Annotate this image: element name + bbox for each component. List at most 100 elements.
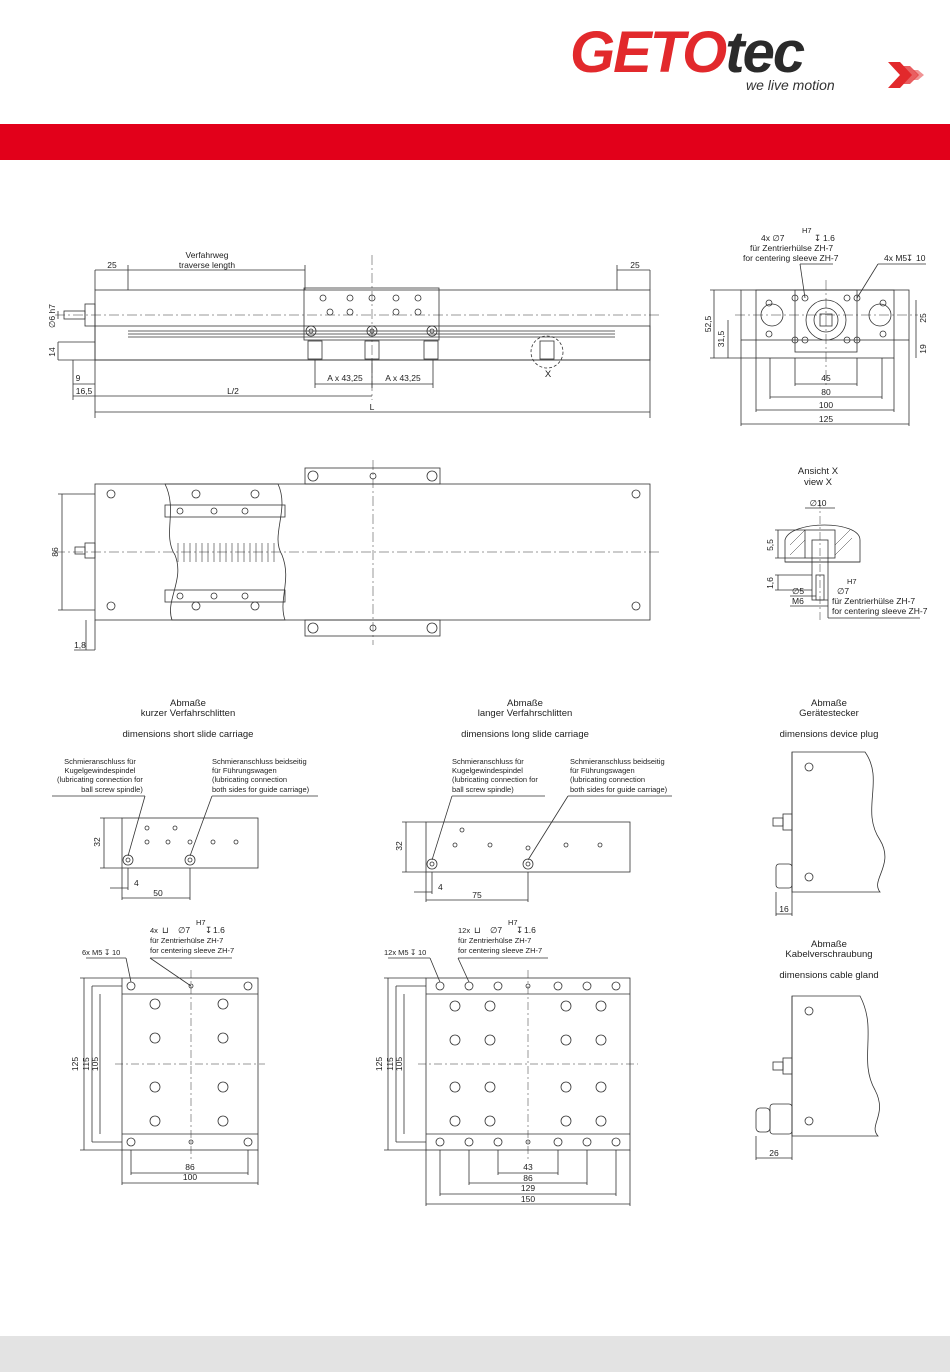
dim-half-length: L/2 [227, 386, 239, 396]
technical-drawing: Verfahrweg traverse length 25 25 ∅6 h7 1… [47, 226, 928, 1206]
detail-dia-5: ∅5 [792, 586, 804, 596]
side-view-labels: Verfahrweg traverse length 25 25 ∅6 h7 1… [47, 250, 640, 412]
centering-en: for centering sleeve ZH-7 [743, 253, 839, 263]
dim-25-end: 25 [918, 313, 928, 323]
end-view-labels: 4x ∅7 H7 ↧ 1.6 für Zentrierhülse ZH-7 fo… [703, 226, 928, 424]
long-lube-guide-3: (lubricating connection [570, 775, 645, 784]
plug-dim-16: 16 [779, 904, 789, 914]
footer-bar [0, 1336, 950, 1372]
short-carriage-side-labels: Schmieranschluss für Kugelgewindespindel… [57, 757, 310, 898]
cable-gland-view [755, 995, 880, 1160]
dim-100: 100 [819, 400, 833, 410]
long-dim-4: 4 [438, 882, 443, 892]
short-carriage-top-labels: 4x ⊔ ∅7 H7 ↧ 1.6 für Zentrierhülse ZH-7 … [70, 918, 234, 1182]
depth-symbol-1: ↧ [814, 233, 821, 243]
short-lube-guide-3: (lubricating connection [212, 775, 287, 784]
short-lube-spindle-4: ball screw spindle) [81, 785, 143, 794]
thread-depth: 10 [916, 253, 926, 263]
long-dia-7: ∅7 [490, 925, 502, 935]
detail-x-title-en: view X [804, 477, 833, 488]
short-dim-100: 100 [183, 1172, 197, 1182]
detail-dia-7: ∅7 [837, 586, 849, 596]
short-sub-de: kurzer Verfahrschlitten [141, 708, 236, 719]
short-carriage-top [80, 957, 265, 1185]
long-dim-150: 150 [521, 1194, 535, 1204]
device-plug-labels: 16 [779, 904, 789, 914]
long-tolerance: H7 [508, 918, 518, 927]
long-dim-125: 125 [374, 1057, 384, 1071]
long-thread-depth: 10 [418, 948, 426, 957]
dim-45: 45 [821, 373, 831, 383]
getotec-logo: GETOtec we live motion [568, 20, 928, 98]
traverse-label-de: Verfahrweg [186, 250, 229, 260]
dim-52-5: 52,5 [703, 315, 713, 332]
detail-centering-en: for centering sleeve ZH-7 [832, 606, 928, 616]
plug-heading-de: Abmaße [811, 698, 847, 709]
long-carriage-top [384, 957, 638, 1206]
thread-note: 4x M5 [884, 253, 907, 263]
dim-length: L [370, 402, 375, 412]
gland-heading-de: Abmaße [811, 939, 847, 950]
top-view-labels: 86 1,8 [50, 547, 86, 650]
short-dim-4: 4 [134, 878, 139, 888]
traverse-label-en: traverse length [179, 260, 235, 270]
long-depth: 1.6 [524, 925, 536, 935]
long-dim-129: 129 [521, 1183, 535, 1193]
short-centering-en: for centering sleeve ZH-7 [150, 946, 234, 955]
tolerance-h7: H7 [802, 226, 812, 235]
long-dim-75: 75 [472, 890, 482, 900]
long-dim-86: 86 [523, 1173, 533, 1183]
section-headings: Abmaße kurzer Verfahrschlitten dimension… [123, 698, 879, 981]
dim-125: 125 [819, 414, 833, 424]
detail-x-view [775, 500, 920, 620]
short-centering-note: 4x [150, 926, 158, 935]
brand-red-part: GETO [570, 20, 727, 85]
long-centering-note: 12x [458, 926, 470, 935]
long-centering-en: for centering sleeve ZH-7 [458, 946, 542, 955]
end-view [710, 263, 926, 426]
side-view [55, 255, 660, 418]
short-carriage-side [52, 795, 318, 900]
long-lube-guide-1: Schmieranschluss beidseitig [570, 757, 665, 766]
short-thread-note: 6x M5 [82, 948, 102, 957]
depth-1-6: 1.6 [823, 233, 835, 243]
dim-pitch-2: A x 43,25 [385, 373, 421, 383]
detail-x-labels: Ansicht X view X ∅10 5,5 1,6 ∅5 M6 H7 ∅7… [765, 466, 928, 616]
long-lube-spindle-1: Schmieranschluss für [452, 757, 524, 766]
long-centering-de: für Zentrierhülse ZH-7 [458, 936, 531, 945]
short-lube-spindle-1: Schmieranschluss für [64, 757, 136, 766]
long-heading-de: Abmaße [507, 698, 543, 709]
device-plug-view [772, 751, 886, 916]
detail-dia-10: ∅10 [810, 498, 827, 508]
centering-de: für Zentrierhülse ZH-7 [750, 243, 833, 253]
long-depth-symbol: ↧ [516, 925, 523, 935]
cable-gland-labels: 26 [769, 1148, 779, 1158]
long-thread-depth-symbol: ↧ [410, 948, 416, 957]
short-centering-de: für Zentrierhülse ZH-7 [150, 936, 223, 945]
long-title-en: dimensions long slide carriage [461, 729, 589, 740]
short-dim-32: 32 [92, 837, 102, 847]
short-dim-115: 115 [81, 1057, 91, 1071]
plug-sub-de: Gerätestecker [799, 708, 859, 719]
long-dim-105: 105 [394, 1057, 404, 1071]
short-dia-7: ∅7 [178, 925, 190, 935]
long-lube-spindle-2: Kugelgewindespindel [452, 766, 523, 775]
short-depth: 1.6 [213, 925, 225, 935]
dim-86-top: 86 [50, 547, 60, 557]
brand-tagline: we live motion [746, 77, 835, 93]
long-dim-43: 43 [523, 1162, 533, 1172]
depth-symbol-2: ↧ [906, 253, 913, 263]
long-carriage-side-labels: Schmieranschluss für Kugelgewindespindel… [394, 757, 668, 900]
long-lube-spindle-4: ball screw spindle) [452, 785, 514, 794]
short-lube-spindle-2: Kugelgewindespindel [65, 766, 136, 775]
detail-x-marker: X [545, 369, 552, 380]
short-lube-guide-2: für Führungswagen [212, 766, 277, 775]
detail-dim-1-6: 1,6 [765, 577, 775, 589]
detail-centering-de: für Zentrierhülse ZH-7 [832, 596, 915, 606]
short-tolerance: H7 [196, 918, 206, 927]
long-thread-note: 12x M5 [384, 948, 409, 957]
dim-31-5: 31,5 [716, 330, 726, 347]
short-dim-50: 50 [153, 888, 163, 898]
long-carriage-top-labels: 12x ⊔ ∅7 H7 ↧ 1.6 für Zentrierhülse ZH-7… [374, 918, 542, 1204]
plug-title-en: dimensions device plug [780, 729, 879, 740]
